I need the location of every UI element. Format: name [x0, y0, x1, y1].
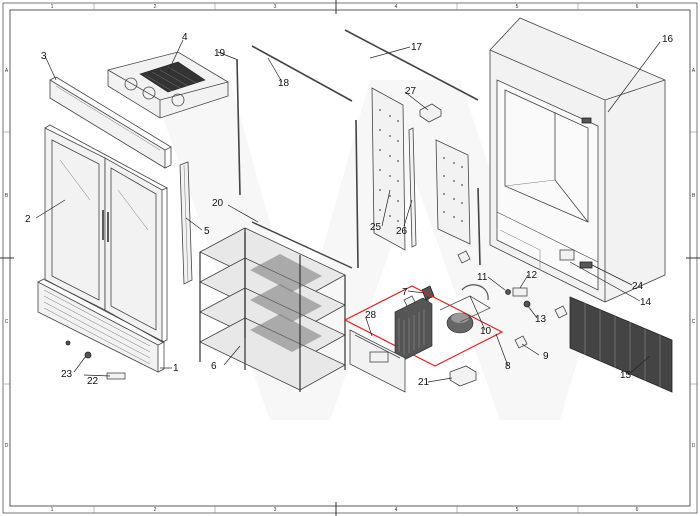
- column-label: 6: [636, 4, 639, 10]
- part-wire-shelves: [199, 227, 346, 392]
- part-perforated-panel-right: [435, 139, 481, 266]
- row-labels-right: A B C D: [692, 68, 696, 449]
- callout-labels: 1 2 3 4 5 6 7 8 9 10 11 12 13 14 15 16 1…: [25, 32, 674, 388]
- column-label: 2: [154, 4, 157, 10]
- callout-26: 26: [396, 226, 408, 237]
- row-label: D: [5, 443, 9, 449]
- callout-27: 27: [405, 86, 417, 97]
- part-rod-19: [236, 59, 241, 196]
- row-labels-left: A B C D: [5, 68, 9, 449]
- row-label: C: [692, 319, 696, 325]
- callout-21: 21: [418, 377, 430, 388]
- row-label: B: [5, 193, 9, 199]
- row-label: D: [692, 443, 696, 449]
- part-perforated-panel-25: [371, 87, 406, 251]
- column-label: 1: [51, 4, 54, 10]
- callout-4: 4: [182, 32, 188, 43]
- part-cabinet: [489, 17, 666, 303]
- row-label: B: [692, 193, 696, 199]
- callout-22: 22: [87, 376, 99, 387]
- part-bracket-24: [559, 249, 575, 261]
- column-labels-top: 1 2 3 4 5 6: [51, 4, 639, 10]
- part-mullion: [179, 161, 193, 285]
- callout-19: 19: [214, 48, 226, 59]
- callout-14: 14: [640, 297, 652, 308]
- column-label: 4: [395, 507, 398, 513]
- column-label: 5: [516, 4, 519, 10]
- callout-16: 16: [662, 34, 674, 45]
- callout-8: 8: [505, 361, 511, 372]
- row-label: C: [5, 319, 9, 325]
- callout-13: 13: [535, 314, 547, 325]
- shelf-mesh: [250, 254, 322, 352]
- part-base-tray: [349, 329, 406, 393]
- callout-6: 6: [211, 361, 217, 372]
- callout-1: 1: [173, 363, 179, 374]
- part-fitting-11: [505, 289, 511, 295]
- part-screw: [65, 340, 92, 359]
- part-header-panel: [49, 76, 172, 169]
- part-side-rail: [355, 119, 359, 269]
- callout-28: 28: [365, 310, 377, 321]
- column-label: 6: [636, 507, 639, 513]
- callout-11: 11: [477, 272, 488, 283]
- column-label: 1: [51, 507, 54, 513]
- callout-23: 23: [61, 369, 73, 380]
- callout-10: 10: [480, 326, 492, 337]
- evaporator-coil: [139, 61, 206, 93]
- callout-7: 7: [402, 287, 408, 298]
- row-label: A: [692, 68, 696, 74]
- part-fitting-13: [523, 300, 531, 308]
- part-rear-grille: [569, 296, 673, 393]
- column-label: 3: [274, 507, 277, 513]
- callout-25: 25: [370, 222, 382, 233]
- condenser-coil: [394, 297, 433, 361]
- part-fitting-12: [512, 287, 528, 297]
- part-rod-18: [251, 45, 353, 102]
- row-label: A: [5, 68, 9, 74]
- callout-12: 12: [526, 270, 538, 281]
- part-feet: [403, 250, 568, 349]
- part-glass-doors: [44, 124, 168, 343]
- column-label: 5: [516, 507, 519, 513]
- column-labels-bottom: 1 2 3 4 5 6: [51, 507, 639, 513]
- part-evaporator-unit: [107, 51, 229, 119]
- callout-15: 15: [620, 370, 632, 381]
- callout-5: 5: [204, 226, 210, 237]
- column-label: 4: [395, 4, 398, 10]
- callout-9: 9: [543, 351, 549, 362]
- callout-24: 24: [632, 281, 644, 292]
- part-rod-20: [251, 221, 353, 269]
- callout-20: 20: [212, 198, 224, 209]
- part-rod-17: [344, 29, 479, 101]
- part-rail-26: [408, 127, 417, 248]
- part-bracket-27: [419, 103, 442, 123]
- part-fitting-7: [421, 285, 435, 304]
- part-box-21: [449, 365, 477, 387]
- callout-17: 17: [411, 42, 423, 53]
- column-label: 2: [154, 507, 157, 513]
- callout-18: 18: [278, 78, 290, 89]
- compressor: [446, 312, 474, 334]
- column-label: 3: [274, 4, 277, 10]
- leader-lines: [35, 39, 661, 383]
- callout-3: 3: [41, 51, 47, 62]
- part-bottom-grille: [37, 278, 165, 373]
- callout-2: 2: [25, 214, 31, 225]
